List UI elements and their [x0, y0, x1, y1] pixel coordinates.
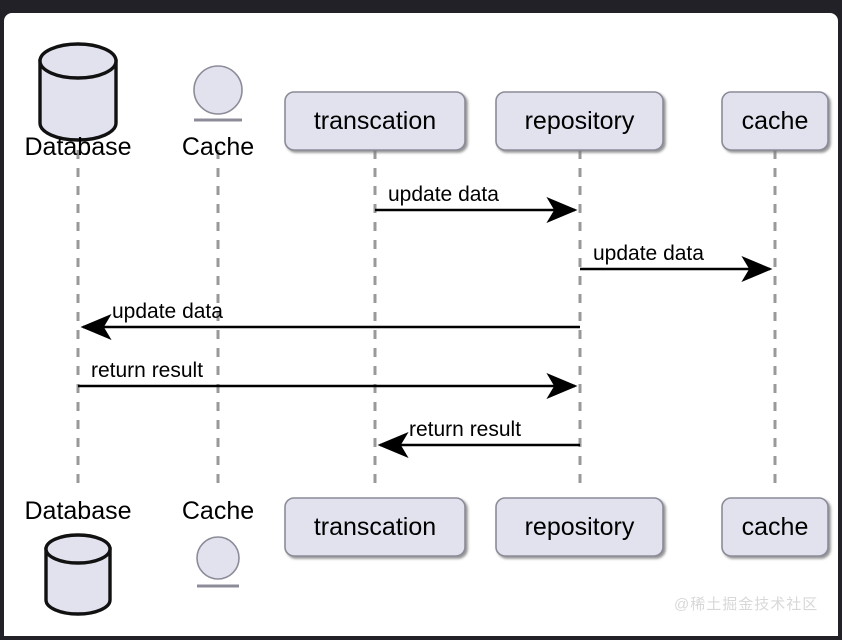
actor-label-cache-top: Cache — [181, 133, 255, 161]
actor-label-cache-bottom: Cache — [181, 497, 255, 525]
message-label-1: update data — [388, 183, 499, 206]
database-cylinder-icon-top — [38, 42, 118, 142]
message-label-4: return result — [91, 359, 204, 382]
message-label-5: return result — [409, 418, 522, 441]
participant-boxes-top — [284, 91, 829, 151]
message-label-2: update data — [593, 242, 704, 265]
box-transcation-bottom — [284, 497, 466, 557]
messages-group — [78, 197, 773, 458]
participant-boxes-bottom — [284, 497, 829, 557]
lifelines-group — [76, 150, 777, 484]
box-cache-bottom — [721, 497, 829, 557]
boundary-circle-icon-bottom — [196, 536, 240, 588]
box-repository-bottom — [495, 497, 664, 557]
actor-label-database-bottom: Database — [24, 497, 132, 525]
message-label-3: update data — [112, 300, 223, 323]
box-cache-top — [721, 91, 829, 151]
watermark: @稀土掘金技术社区 — [674, 596, 819, 613]
actor-label-database-top: Database — [24, 133, 132, 161]
database-cylinder-icon-bottom — [44, 533, 112, 616]
box-transcation-top — [284, 91, 466, 151]
boundary-circle-icon-top — [193, 65, 243, 122]
diagram-canvas: Database Cache transcation repository ca… — [4, 13, 838, 636]
sequence-diagram-svg — [38, 42, 829, 616]
box-repository-top — [495, 91, 664, 151]
